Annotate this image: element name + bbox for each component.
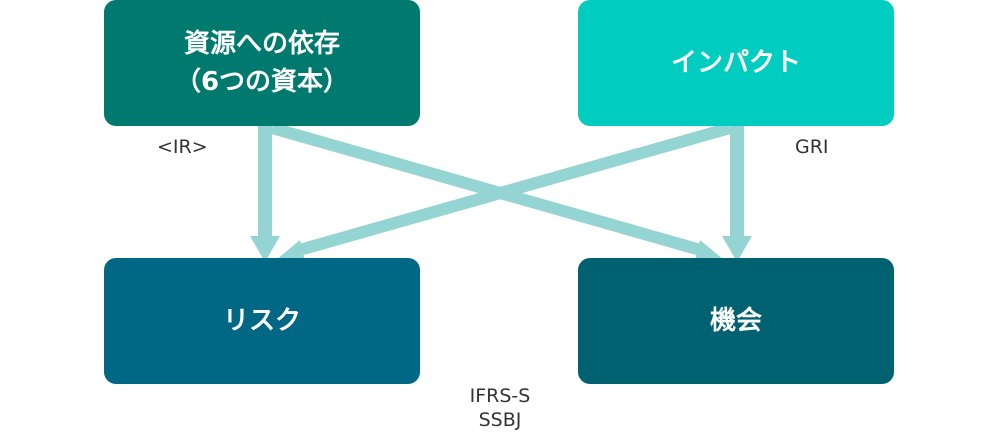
risk-label: リスク [222, 306, 301, 336]
dependency-label-line2: （6つの資本） [174, 67, 350, 97]
risk-box: リスク [104, 258, 420, 384]
arrow-impact-to-risk-shaft [294, 122, 732, 257]
opportunity-label: 機会 [709, 306, 762, 336]
opportunity-box: 機会 [578, 258, 894, 384]
arrow-impact-to-opportunity-head [722, 236, 752, 262]
dependency-label-line1: 資源への依存 [183, 29, 340, 59]
ssbj-label: SSBJ [478, 409, 522, 431]
gri-framework-label: GRI [795, 136, 829, 158]
impact-label: インパクト [670, 48, 801, 78]
ifrs-label: IFRS-S [469, 385, 531, 407]
ifrs-ssbj-framework-label: IFRS-S SSBJ [450, 384, 550, 432]
dependency-box: 資源への依存 （6つの資本） [104, 0, 420, 126]
arrow-dependency-to-risk-head [250, 236, 280, 262]
arrow-dependency-to-opportunity-shaft [270, 122, 706, 257]
impact-box: インパクト [578, 0, 894, 126]
ir-framework-label: <IR> [157, 136, 208, 158]
